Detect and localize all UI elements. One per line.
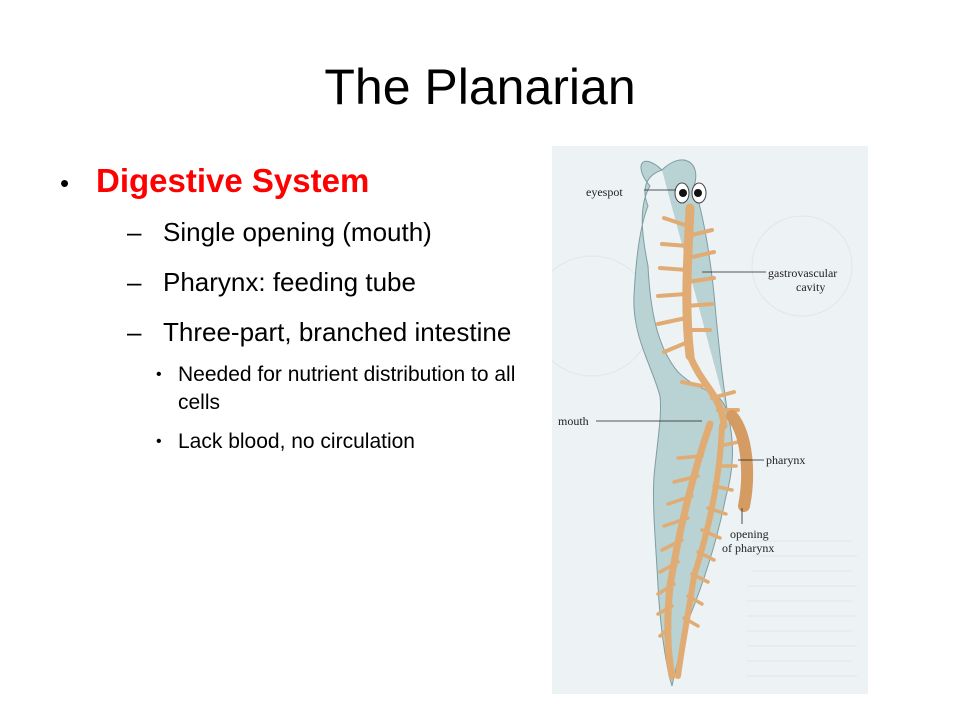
right-pupil [694, 189, 702, 197]
sub-list-item: • Lack blood, no circulation [156, 428, 530, 456]
label-mouth: mouth [558, 414, 589, 428]
label-of-pharynx: of pharynx [722, 541, 774, 555]
planarian-svg: eyespot gastrovascular cavity mouth phar… [552, 146, 868, 694]
dash-icon: – [127, 316, 142, 347]
sub-list-item: • Needed for nutrient distribution to al… [156, 361, 530, 416]
sub-list-item-text: Lack blood, no circulation [178, 429, 415, 453]
heading-text: Digestive System [96, 162, 370, 199]
sub-list-item-text: Needed for nutrient distribution to all … [178, 363, 516, 414]
label-leader-lines [596, 189, 766, 524]
list-item: – Three-part, branched intestine [127, 316, 530, 350]
left-pupil [679, 189, 687, 197]
pharynx-shape [726, 410, 754, 512]
bullet-icon: • [156, 366, 162, 384]
list-item-text: Single opening (mouth) [163, 217, 432, 247]
dash-icon: – [127, 266, 142, 297]
bullet-list: • Digestive System – Single opening (mou… [60, 162, 530, 456]
list-item: – Pharynx: feeding tube [127, 266, 530, 300]
intestine-branches [656, 203, 740, 680]
slide-title: The Planarian [324, 59, 636, 115]
label-opening: opening [730, 527, 769, 541]
heading-item: • Digestive System [60, 162, 530, 200]
label-gastrovascular: gastrovascular [768, 266, 837, 280]
list-item: – Single opening (mouth) [127, 216, 530, 250]
list-item-text: Pharynx: feeding tube [163, 266, 416, 297]
faded-text-texture [552, 215, 857, 677]
bullet-icon: • [60, 168, 70, 198]
dash-icon: – [127, 217, 142, 247]
bullet-icon: • [156, 432, 162, 450]
label-eyespot: eyespot [586, 185, 623, 199]
list-item-text: Three-part, branched intestine [163, 316, 512, 347]
label-cavity: cavity [796, 280, 825, 294]
label-pharynx: pharynx [766, 453, 805, 467]
planarian-illustration: eyespot gastrovascular cavity mouth phar… [552, 146, 868, 694]
